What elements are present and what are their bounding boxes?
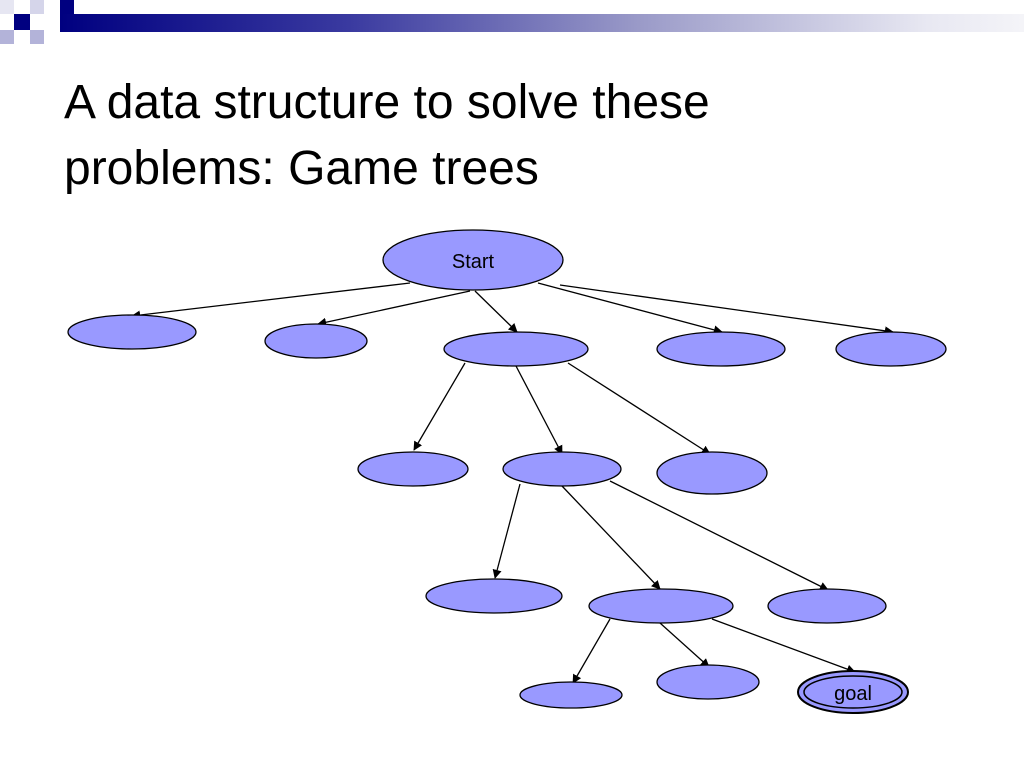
node-level1-3 xyxy=(443,331,589,367)
node-start xyxy=(382,229,564,291)
edge-l3-to-l4-middle xyxy=(659,622,710,668)
edge-start-to-child-5 xyxy=(559,284,894,336)
node-goal xyxy=(803,675,903,709)
edge-l1-to-l2-middle xyxy=(515,365,563,455)
header-square xyxy=(60,0,74,14)
node-level4-2 xyxy=(656,664,760,700)
edge-start-to-child-1 xyxy=(131,282,411,320)
edge-l3-to-goal xyxy=(711,618,856,674)
node-level2-1 xyxy=(357,451,469,487)
header-gradient-bar xyxy=(60,14,1024,32)
node-level3-1 xyxy=(425,578,563,614)
edge-l3-to-l4-left xyxy=(572,618,611,684)
node-level2-3 xyxy=(656,451,768,495)
node-level1-1 xyxy=(67,314,197,350)
header-square xyxy=(0,30,14,44)
title-line-2: problems: Game trees xyxy=(64,142,539,195)
edge-l1-to-l2-left xyxy=(413,362,466,451)
tree-nodes xyxy=(67,229,947,714)
title-line-1: A data structure to solve these xyxy=(64,76,710,129)
edge-start-to-child-4 xyxy=(537,282,723,335)
node-level1-5 xyxy=(835,331,947,367)
node-start-label: Start xyxy=(452,251,495,273)
edge-start-to-child-3 xyxy=(474,290,518,333)
header-square xyxy=(44,0,60,14)
edge-l1-to-l2-right xyxy=(567,362,711,455)
node-goal-label: goal xyxy=(834,683,872,705)
slide-title: A data structure to solve these problems… xyxy=(64,70,964,202)
node-level1-4 xyxy=(656,331,786,367)
header-square xyxy=(44,14,60,30)
edge-start-to-child-2 xyxy=(317,290,471,327)
edge-l2-to-l3-right xyxy=(609,480,829,591)
edge-l2-to-l3-middle xyxy=(561,485,661,590)
node-level1-2 xyxy=(264,323,368,359)
header-square xyxy=(30,0,46,14)
header-square xyxy=(30,30,44,44)
edge-l2-to-l3-left xyxy=(492,483,521,579)
header-square xyxy=(0,0,14,14)
node-level4-1 xyxy=(519,681,623,709)
tree-edges xyxy=(131,282,894,684)
node-level3-3 xyxy=(767,588,887,624)
node-level2-2 xyxy=(502,451,622,487)
node-level3-2 xyxy=(588,588,734,624)
header-square xyxy=(14,14,30,30)
